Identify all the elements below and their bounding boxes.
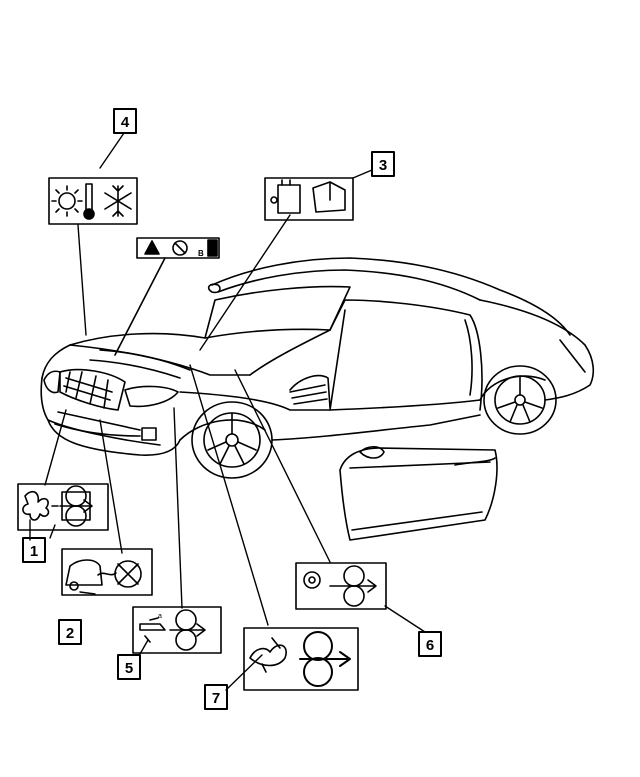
callout-4: 4 xyxy=(113,108,137,134)
airflow-symbol-1 xyxy=(51,485,93,527)
label-2-graphic xyxy=(61,548,153,596)
label-3-graphic xyxy=(264,177,354,221)
callout-6: 6 xyxy=(418,631,442,657)
callout-5-number: 5 xyxy=(125,660,133,677)
callout-2-number: 2 xyxy=(66,625,74,642)
callout-3-number: 3 xyxy=(379,157,387,174)
small-label-text: a xyxy=(158,613,162,620)
label-4-graphic xyxy=(48,177,138,225)
callout-1-number: 1 xyxy=(30,543,38,560)
warning-label-letter: B xyxy=(198,249,204,258)
airflow-symbol-5 xyxy=(169,609,206,651)
callout-5: 5 xyxy=(117,654,141,680)
callout-2: 2 xyxy=(58,619,82,645)
leader-lines xyxy=(29,132,426,691)
callout-7: 7 xyxy=(204,684,228,710)
label-6-graphic xyxy=(295,562,387,610)
callout-3: 3 xyxy=(371,151,395,177)
callout-7-number: 7 xyxy=(212,690,220,707)
label-1-graphic xyxy=(17,483,109,531)
car-illustration xyxy=(40,257,595,541)
airflow-symbol-7 xyxy=(299,631,351,687)
callout-4-number: 4 xyxy=(121,114,130,131)
callout-6-number: 6 xyxy=(426,637,434,654)
label-5-graphic xyxy=(132,606,222,654)
callout-1: 1 xyxy=(22,537,46,563)
airflow-symbol-6 xyxy=(329,565,377,607)
label-7-graphic xyxy=(243,627,359,691)
warning-label: B xyxy=(114,237,220,356)
